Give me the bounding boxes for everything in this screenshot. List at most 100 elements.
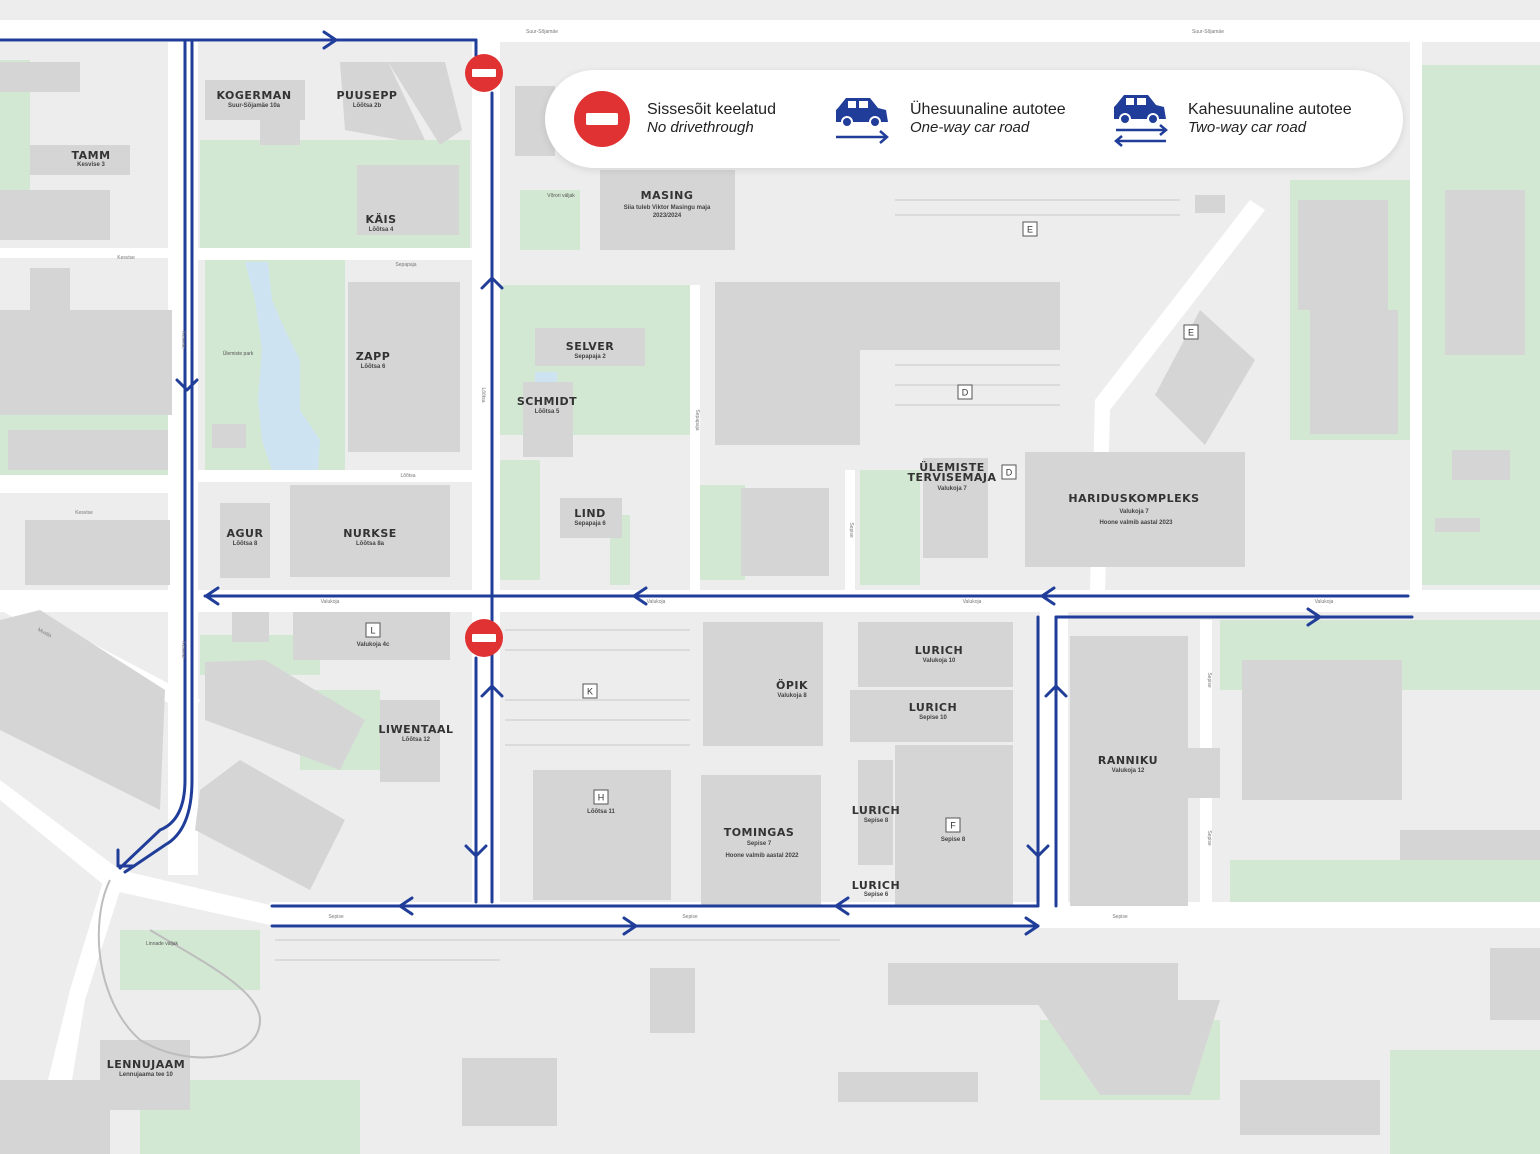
building-address: Lõõtsa 11 (587, 809, 615, 815)
arrow-up-icon (480, 684, 504, 698)
building-address: Sepise 7 (747, 841, 772, 847)
parking-label: K (587, 687, 593, 697)
one-way-car-icon (836, 98, 889, 144)
street-label: Valukoja (963, 599, 982, 605)
street-label: Valukoja (321, 599, 340, 605)
arrow-left-icon (632, 586, 648, 606)
place-labels: Ülemiste park Võrori väljak Linnade välj… (146, 193, 575, 947)
building-address: Lõõtsa 2b (353, 103, 382, 109)
building-address: Valukoja 8 (777, 693, 807, 699)
arrow-right-icon (1306, 607, 1322, 627)
street-label: Sepapaja (395, 262, 416, 268)
parking-marker: F (945, 817, 961, 833)
parking-lots (275, 199, 1180, 961)
building-address: Sepise 6 (864, 892, 889, 898)
street-label: Kesvise (117, 255, 135, 261)
parking-marker: D (1001, 464, 1017, 480)
street-label: Lõõtsa (400, 473, 415, 479)
building-name: LIND (574, 507, 605, 520)
building-name: AGUR (227, 527, 264, 540)
building-address: Valukoja 12 (1112, 768, 1145, 774)
street-label: Sepapaja (694, 409, 700, 430)
parking-marker: K (582, 683, 598, 699)
square-label: Võrori väljak (547, 193, 575, 199)
street-label: Suur-Sõjamäe (526, 29, 558, 35)
building-note: 2023/2024 (653, 213, 682, 219)
building-name: PUUSEPP (337, 89, 398, 102)
street-label: Sepise (1206, 830, 1212, 846)
building-name: KOGERMAN (216, 89, 291, 102)
building-address: Lõõtsa 12 (402, 737, 431, 743)
building-address: Valukoja 10 (923, 658, 956, 664)
building-address: Kesvise 3 (77, 162, 105, 168)
street-label: Sepise (1112, 914, 1128, 920)
street-label: Sepise (328, 914, 344, 920)
arrow-right-icon (322, 30, 338, 50)
building-name: LIWENTAAL (378, 723, 453, 736)
building-labels: KOGERMAN Suur-Sõjamäe 10a PUUSEPP Lõõtsa… (71, 89, 1199, 1078)
building-name: ZAPP (356, 350, 391, 363)
building-address: Siia tuleb Viktor Masingu maja (624, 205, 711, 211)
parking-label: D (962, 388, 969, 398)
parking-marker: E (1022, 221, 1038, 237)
legend-label-en: One-way car road (910, 119, 1030, 136)
legend-label-et: Kahesuunaline autotee (1188, 101, 1352, 118)
building-address: Sepapaja 2 (574, 354, 606, 360)
parking-label: D (1006, 468, 1013, 478)
arrow-left-icon (834, 896, 850, 916)
building-address: Sepise 10 (919, 715, 947, 721)
parking-label: E (1188, 328, 1194, 338)
building-address: Sepise 8 (864, 818, 889, 824)
parking-label: E (1027, 225, 1033, 235)
building-address: Lennujaama tee 10 (119, 1072, 173, 1078)
building-address: Sepapaja 6 (574, 521, 606, 527)
street-label: Valukoja (1315, 599, 1334, 605)
building-name: ÖPIK (776, 678, 808, 692)
street-label: Lõõtsa (480, 387, 486, 402)
no-entry-sign (465, 54, 503, 92)
street-label: Kesvise (75, 510, 93, 516)
building-note: Hoone valmib aastal 2022 (725, 853, 799, 859)
legend-label-et: Ühesuunaline autotee (910, 101, 1066, 118)
building-address: Lõõtsa 8a (356, 541, 385, 547)
building-address: Valukoja 7 (1119, 509, 1149, 515)
street-labels: Suur-Sõjamäe Suur-Sõjamäe Kesvise Kesvis… (37, 29, 1334, 920)
building-address: Suur-Sõjamäe 10a (228, 103, 281, 109)
route-arrows (116, 30, 1322, 936)
street-label: Sepise (682, 914, 698, 920)
building-address: Lõõtsa 4 (369, 227, 394, 233)
building-name: LURICH (909, 701, 957, 714)
arrow-right-icon (622, 916, 638, 936)
tram-loop (97, 879, 262, 1059)
building-name: SCHMIDT (517, 395, 577, 408)
arrow-down-icon (464, 844, 488, 858)
building-address: Valukoja 7 (937, 486, 967, 492)
arrow-up-icon (1044, 684, 1068, 698)
parking-marker: L (365, 622, 381, 638)
street-label: Sepise (848, 522, 854, 538)
arrow-down-icon (1026, 844, 1050, 858)
buildings (0, 62, 1540, 1154)
building-name: LENNUJAAM (107, 1058, 185, 1071)
street-label: Kesvise (180, 641, 186, 659)
parking-marker: E (1183, 324, 1199, 340)
legend-one-way: Ühesuunaline autotee One-way car road (832, 70, 1066, 168)
parking-label: H (598, 793, 605, 803)
building-name: RANNIKU (1098, 754, 1158, 767)
building-name: NURKSE (343, 527, 397, 540)
parking-marker: D (957, 384, 973, 400)
building-name: LURICH (852, 879, 900, 892)
building-name: LURICH (915, 644, 963, 657)
legend-label-en: No drivethrough (647, 119, 754, 136)
street-label: Kesvise (180, 331, 186, 349)
square-label: Linnade väljak (146, 941, 178, 947)
legend-label-en: Two-way car road (1188, 119, 1307, 136)
building-name: HARIDUSKOMPLEKS (1068, 492, 1199, 505)
street-label: Valukoja (647, 599, 666, 605)
arrow-left-icon (1040, 586, 1056, 606)
building-address: Lõõtsa 5 (535, 409, 560, 415)
building-note: Hoone valmib aastal 2023 (1099, 520, 1173, 526)
arrow-left-icon (204, 586, 220, 606)
legend-two-way: Kahesuunaline autotee Two-way car road (1110, 70, 1352, 168)
